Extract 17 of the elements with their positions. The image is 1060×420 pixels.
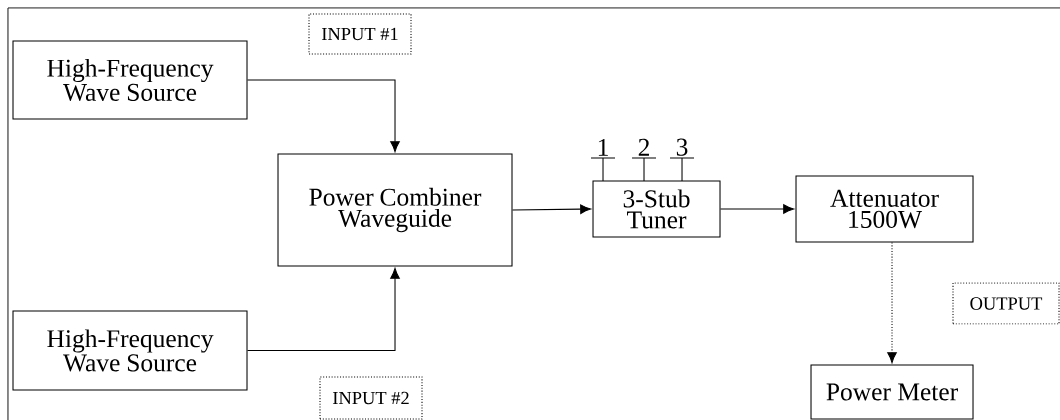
arrow [720, 204, 795, 214]
stub-number: 1 [598, 138, 608, 156]
stub-number: 3 [676, 138, 688, 156]
source-box: High-Frequency Wave Source [12, 40, 248, 120]
source-box: High-Frequency Wave Source [12, 310, 248, 391]
input-tag: INPUT #1 [308, 13, 412, 55]
arrow [887, 242, 897, 364]
arrow [512, 204, 592, 214]
input-tag: INPUT #2 [319, 376, 423, 420]
tuner-box: 3-Stub Tuner [592, 180, 721, 238]
arrow [247, 267, 400, 352]
output-tag: OUTPUT [952, 282, 1060, 325]
attenuator-box: Attenuator 1500W [795, 175, 974, 243]
meter-box: Power Meter [810, 364, 974, 420]
arrow [247, 79, 400, 153]
combiner-box: Power Combiner Waveguide [277, 153, 513, 267]
stub-number: 2 [638, 138, 649, 156]
